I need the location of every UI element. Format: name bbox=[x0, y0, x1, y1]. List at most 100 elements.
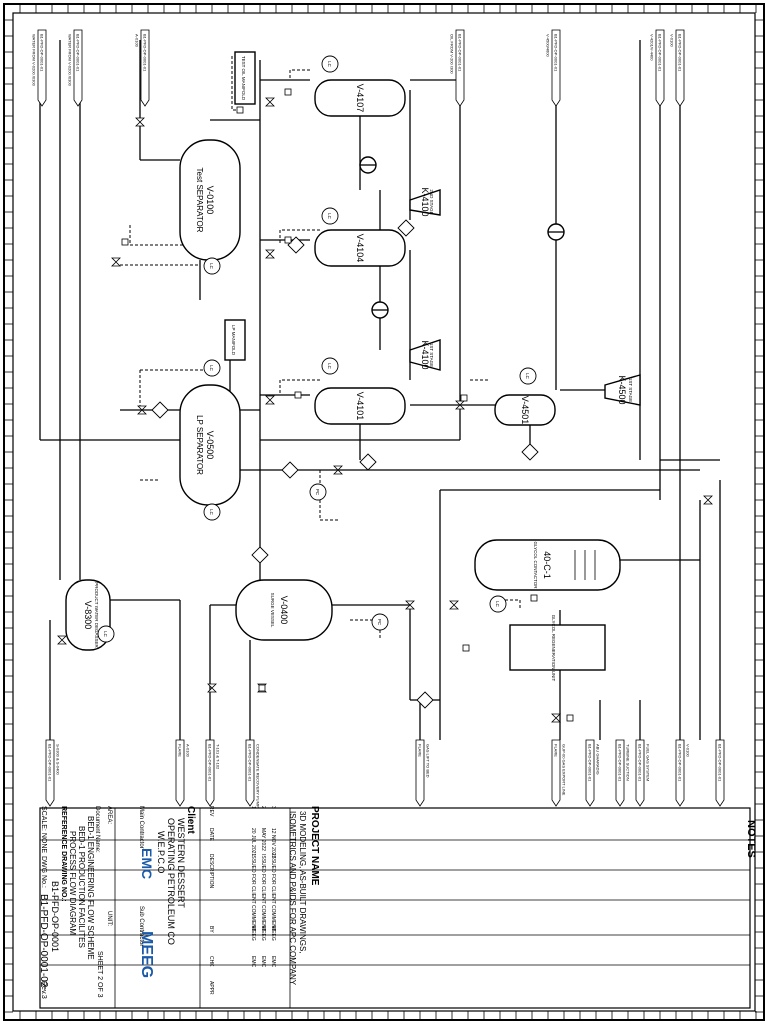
off-page-connector[interactable] bbox=[205, 739, 215, 807]
instrument-bubble bbox=[321, 55, 339, 73]
rev-cell: 2 bbox=[260, 806, 266, 809]
valve-icon bbox=[265, 97, 275, 107]
signal-box-icon bbox=[462, 644, 470, 652]
connector-reference: FLARE bbox=[178, 744, 183, 757]
project-line-1: 3D MODELING, AS-BUILT DRAWINGS, bbox=[298, 811, 307, 954]
signal-box-icon bbox=[566, 714, 574, 722]
instrument-bubble bbox=[97, 625, 115, 643]
rev-header: DATE bbox=[208, 828, 214, 842]
off-page-connector[interactable] bbox=[45, 739, 55, 807]
off-page-connector[interactable] bbox=[73, 29, 83, 107]
sheet-number: SHEET 2 OF 3 bbox=[96, 951, 103, 998]
glycol-contactor bbox=[474, 539, 621, 591]
compressor-1st-stage bbox=[409, 339, 441, 371]
connector-reference: B1-PFD-OP-0001-01 bbox=[76, 34, 81, 72]
off-page-connector[interactable] bbox=[675, 29, 685, 107]
rev-header: DESCRIPTION bbox=[208, 854, 214, 889]
instrument-tag: LC bbox=[209, 509, 214, 516]
off-page-connector[interactable] bbox=[585, 739, 595, 807]
control-diamond bbox=[151, 401, 169, 419]
signal-box-icon bbox=[258, 684, 266, 692]
connector-description: OIL FROM V-200 /300 bbox=[450, 34, 455, 74]
connector-reference: B1-PFD-OP-0001-01 bbox=[718, 744, 723, 782]
control-diamond bbox=[521, 443, 539, 461]
connector-description: V-0100 bbox=[686, 744, 691, 757]
instrument-tag: LC bbox=[327, 213, 332, 220]
signal-box-icon bbox=[121, 238, 129, 246]
rev-cell: ISSUED FOR CLIENT COMMENT bbox=[260, 854, 266, 931]
rev-cell: EMC bbox=[260, 956, 266, 968]
equipment-tag: V-0100 bbox=[205, 186, 215, 215]
connector-reference: B1-PFD-OP-0001-01 bbox=[588, 744, 593, 782]
off-page-connector[interactable] bbox=[455, 29, 465, 107]
notes-heading-group: NOTES bbox=[745, 820, 757, 858]
valve-icon bbox=[57, 635, 67, 645]
off-page-connector[interactable] bbox=[655, 29, 665, 107]
instrument-tag: LC bbox=[327, 363, 332, 370]
sub-contractor-label: Sub Contractor bbox=[138, 906, 144, 946]
signal-box-icon bbox=[284, 88, 292, 96]
instrument-bubble bbox=[309, 483, 327, 501]
unit-description: SURGE VESSEL bbox=[270, 593, 275, 628]
area-label: AREA: bbox=[106, 806, 112, 824]
connector-description: V-0100 bbox=[670, 34, 675, 47]
instrument-bubble bbox=[519, 367, 537, 385]
contractor-block: Main Contractor EMC Sub Contractor MEEG bbox=[138, 806, 155, 978]
scrubber-v4107 bbox=[314, 79, 406, 117]
off-page-connector[interactable] bbox=[551, 29, 561, 107]
signal-box-icon bbox=[530, 594, 538, 602]
control-diamond bbox=[359, 453, 377, 471]
document-line-1: BED-1 ENGINEERING FLOW SCHEME bbox=[86, 816, 95, 960]
off-page-connector[interactable] bbox=[675, 739, 685, 807]
reference-number: B1-PFD-OP-0001 bbox=[50, 881, 60, 952]
scrubber-v4501 bbox=[494, 394, 556, 426]
connector-description: WATER FROM V-0200 /0300 bbox=[32, 34, 37, 87]
off-page-connector[interactable] bbox=[140, 29, 150, 107]
revision: Rev.3 bbox=[40, 981, 47, 999]
client-label: Client bbox=[185, 806, 196, 834]
connector-description: TURBINE SUCTION bbox=[626, 744, 631, 781]
test-oil-manifold bbox=[234, 51, 256, 105]
valve-icon bbox=[703, 495, 713, 505]
connector-reference: B1-PFD-OP-0001-01 bbox=[638, 744, 643, 782]
instrument-tag: LC bbox=[209, 263, 214, 270]
instrument-bubble bbox=[371, 613, 389, 631]
equipment-tag: V-8300 bbox=[83, 601, 93, 630]
meeg-logo: MEEG bbox=[138, 931, 155, 978]
document-block: AREA: UNIT: Document Name: BED-1 ENGINEE… bbox=[68, 806, 112, 998]
connector-reference: B1-PFD-OP-0001-01 bbox=[48, 744, 53, 782]
equipment-tag: V-4104 bbox=[355, 234, 365, 263]
equipment-tag: V-4501 bbox=[520, 396, 530, 425]
connector-reference: B1-PFD-OP-0001-01 bbox=[40, 34, 45, 72]
instrument-tag: LC bbox=[525, 373, 530, 380]
valve-icon bbox=[207, 683, 217, 693]
off-page-connector[interactable] bbox=[37, 29, 47, 107]
off-page-connector[interactable] bbox=[615, 739, 625, 807]
equipment-tag: V-0500 bbox=[205, 431, 215, 460]
off-page-connector[interactable] bbox=[551, 739, 561, 807]
connector-description: A-0100 bbox=[135, 34, 140, 48]
off-page-connector[interactable] bbox=[635, 739, 645, 807]
instrument-tag: LC bbox=[103, 631, 108, 638]
signal-box-icon bbox=[284, 236, 292, 244]
equipment-tag: K-4100 bbox=[420, 340, 430, 369]
glycol-regeneration-unit bbox=[509, 624, 606, 671]
unit-description: TEST OIL MANIFOLD bbox=[241, 56, 246, 101]
unit-label: UNIT: bbox=[106, 911, 112, 926]
connector-reference: FLARE bbox=[418, 744, 423, 757]
connector-reference: B1-PFD-OP-0001-01 bbox=[458, 34, 463, 72]
off-page-connector[interactable] bbox=[175, 739, 185, 807]
off-page-connector[interactable] bbox=[245, 739, 255, 807]
unit-description: PRODUCT WATER DEGASSER bbox=[94, 582, 99, 648]
equipment-tag: 40-C-1 bbox=[542, 551, 552, 579]
valve-icon bbox=[265, 395, 275, 405]
document-line-2: BED-1 PRODUCTION FACILITES bbox=[77, 826, 86, 948]
connector-reference: B1-PFD-OP-0001-01 bbox=[618, 744, 623, 782]
rev-cell: ISSUED FOR CLIENT COMMENT bbox=[250, 854, 256, 931]
instrument-tag: LC bbox=[327, 61, 332, 68]
off-page-connector[interactable] bbox=[715, 739, 725, 807]
rev-cell: MEEG bbox=[250, 926, 256, 941]
off-page-connector[interactable] bbox=[415, 739, 425, 807]
